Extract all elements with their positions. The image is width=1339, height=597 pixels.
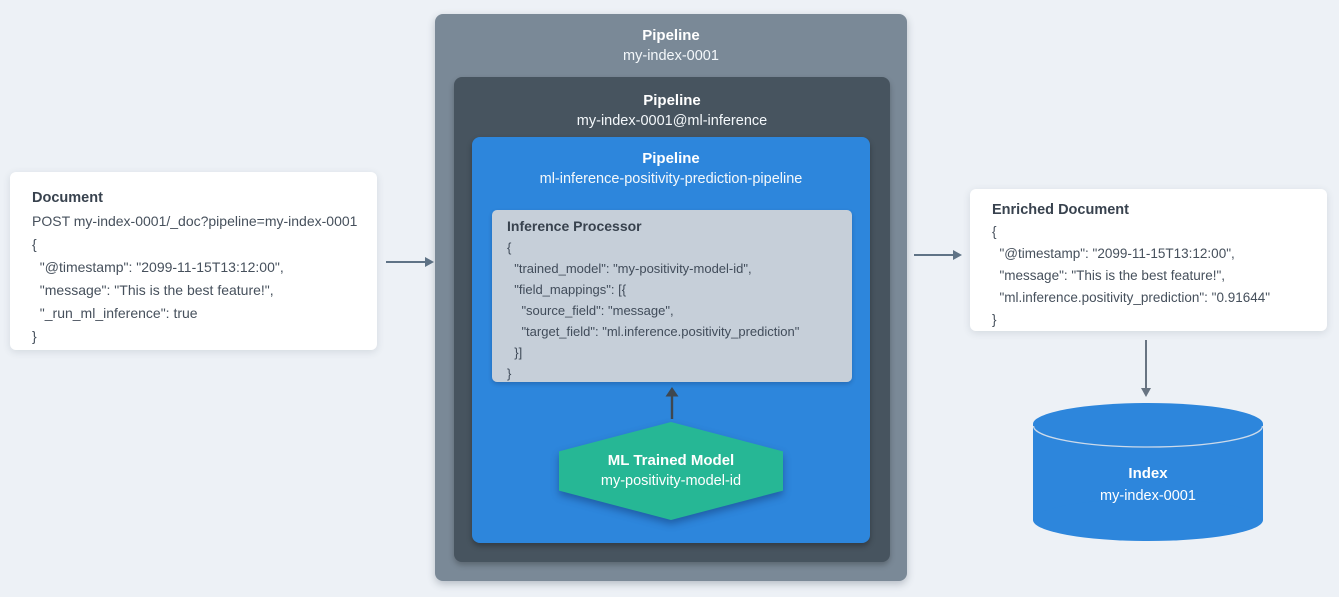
pipeline-outer-label: Pipeline <box>642 27 700 44</box>
ml-model-hexagon-shape: ML Trained Model my-positivity-model-id <box>559 422 783 520</box>
pipeline-inner-box: Pipeline ml-inference-positivity-predict… <box>472 137 870 543</box>
arrow-shaft <box>1145 340 1147 388</box>
processor-code-line: "target_field": "ml.inference.positivity… <box>507 324 800 339</box>
ml-model-name: my-positivity-model-id <box>600 473 742 489</box>
index-cylinder: Index my-index-0001 <box>1032 402 1264 542</box>
processor-code-line: "trained_model": "my-positivity-model-id… <box>507 261 752 276</box>
processor-code-line: } <box>507 366 512 381</box>
processor-code-line: "field_mappings": [{ <box>507 282 627 297</box>
arrow-head <box>425 257 434 267</box>
enriched-document-card: Enriched Document { "@timestamp": "2099-… <box>970 189 1327 331</box>
document-code-line: "_run_ml_inference": true <box>32 305 198 321</box>
document-card: Document POST my-index-0001/_doc?pipelin… <box>10 172 377 350</box>
pipeline-inner-label: Pipeline <box>642 150 700 167</box>
document-code-line: "@timestamp": "2099-11-15T13:12:00", <box>32 259 284 275</box>
arrow-down-icon <box>1140 340 1152 397</box>
document-code-line: "message": "This is the best feature!", <box>32 282 274 298</box>
processor-code-line: { <box>507 240 512 255</box>
index-name: my-index-0001 <box>1100 488 1196 504</box>
arrow-shaft <box>914 254 953 256</box>
enriched-code-line: } <box>992 312 997 327</box>
pipeline-mid-box: Pipeline my-index-0001@ml-inference Pipe… <box>454 77 890 562</box>
index-title: Index <box>1128 465 1168 482</box>
arrow-right-icon <box>386 256 434 268</box>
pipeline-outer-box: Pipeline my-index-0001 Pipeline my-index… <box>435 14 907 581</box>
enriched-document-title: Enriched Document <box>992 202 1129 218</box>
pipeline-inner-name: ml-inference-positivity-prediction-pipel… <box>539 171 803 187</box>
index-cylinder-labels: Index my-index-0001 <box>1033 462 1263 508</box>
database-cylinder-icon <box>1032 403 1264 541</box>
enriched-code-line: "message": "This is the best feature!", <box>992 268 1226 283</box>
document-card-title: Document <box>32 190 103 206</box>
processor-code-line: }] <box>507 345 523 360</box>
pipeline-mid-label: Pipeline <box>643 92 701 109</box>
pipeline-inner-header: Pipeline ml-inference-positivity-predict… <box>472 137 870 190</box>
processor-code-line: "source_field": "message", <box>507 303 674 318</box>
document-code-line: POST my-index-0001/_doc?pipeline=my-inde… <box>32 213 358 229</box>
enriched-code-line: "@timestamp": "2099-11-15T13:12:00", <box>992 246 1235 261</box>
pipeline-outer-header: Pipeline my-index-0001 <box>435 14 907 67</box>
arrow-up-icon <box>665 387 679 419</box>
enriched-code-line: { <box>992 224 997 239</box>
arrow-right-icon <box>914 249 962 261</box>
enriched-code-line: "ml.inference.positivity_prediction": "0… <box>992 290 1271 305</box>
pipeline-mid-name: my-index-0001@ml-inference <box>576 113 768 129</box>
document-code-line: { <box>32 236 37 252</box>
arrow-shaft <box>386 261 425 263</box>
arrow-head <box>1141 388 1151 397</box>
ml-model-hexagon: ML Trained Model my-positivity-model-id <box>559 422 783 520</box>
pipeline-outer-name: my-index-0001 <box>623 48 719 64</box>
pipeline-mid-header: Pipeline my-index-0001@ml-inference <box>454 77 890 132</box>
inference-processor-title: Inference Processor <box>507 218 642 234</box>
inference-processor-card: Inference Processor { "trained_model": "… <box>492 210 852 382</box>
ml-model-title: ML Trained Model <box>607 452 735 469</box>
arrow-head <box>953 250 962 260</box>
document-code-line: } <box>32 328 37 344</box>
